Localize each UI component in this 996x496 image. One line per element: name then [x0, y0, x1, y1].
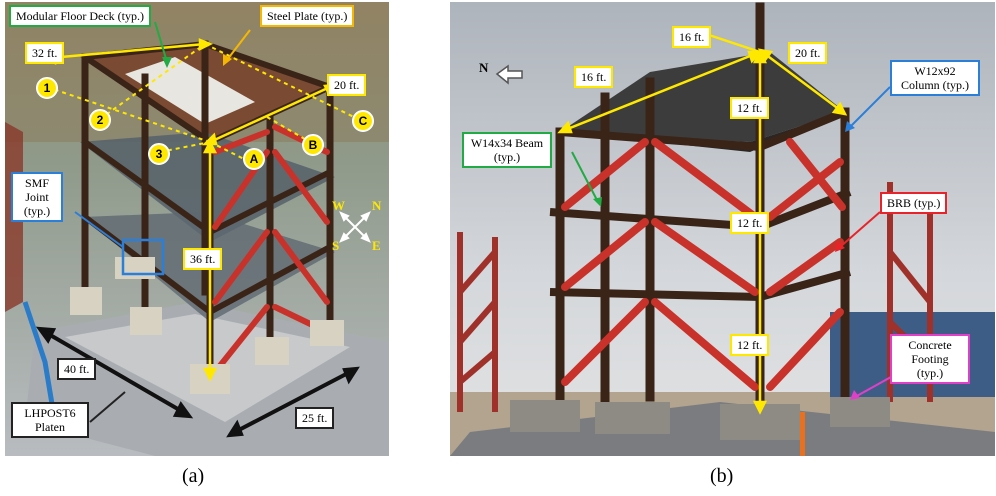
smf-joint-label: SMF Joint (typ.) [11, 172, 63, 222]
dim-12ft-c-label: 12 ft. [730, 334, 770, 356]
smf-joint-box [121, 238, 165, 276]
grid-marker-1: 1 [36, 77, 58, 99]
dim-20ft-label: 20 ft. [327, 74, 367, 96]
dim-16ft-top-label: 16 ft. [672, 26, 712, 48]
photo-panel-a: Modular Floor Deck (typ.) Steel Plate (t… [5, 2, 389, 456]
photo-panel-b: N 16 ft. 16 ft. 20 ft. 12 ft. 12 ft. 12 … [450, 2, 995, 456]
dim-20ft-label: 20 ft. [788, 42, 828, 64]
dim-40ft-label: 40 ft. [57, 358, 97, 380]
dim-32ft-label: 32 ft. [25, 42, 65, 64]
dim-36ft-label: 36 ft. [183, 248, 223, 270]
steel-plate-label: Steel Plate (typ.) [260, 5, 355, 27]
grid-marker-a: A [243, 148, 265, 170]
dim-25ft-label: 25 ft. [295, 407, 335, 429]
dim-12ft-a-label: 12 ft. [730, 97, 770, 119]
floor-deck-label: Modular Floor Deck (typ.) [9, 5, 151, 27]
grid-marker-2: 2 [89, 109, 111, 131]
column-label: W12x92 Column (typ.) [890, 60, 980, 96]
dim-12ft-b-label: 12 ft. [730, 212, 770, 234]
orange-pole [800, 412, 805, 456]
braces [561, 138, 846, 391]
grid-marker-3: 3 [148, 143, 170, 165]
platen-label: LHPOST6 Platen [11, 402, 89, 438]
left-red-frames [457, 232, 498, 412]
panel-a-photo-drawing [5, 2, 389, 456]
compass-e: E [372, 238, 381, 253]
platen-arrows [35, 326, 360, 438]
beam-leader [571, 151, 599, 203]
caption-b: (b) [710, 465, 734, 487]
dim-16ft-left-label: 16 ft. [574, 66, 614, 88]
column-leader [849, 86, 891, 128]
grid-marker-c: C [352, 110, 374, 132]
steel-plate-leader [226, 29, 251, 61]
footings [510, 397, 890, 440]
compass-n: N [372, 198, 382, 213]
roof-steel-plate [125, 57, 255, 124]
smf-joint-leader [74, 211, 124, 248]
north-arrow [495, 64, 523, 85]
brb-label: BRB (typ.) [880, 192, 948, 214]
grid-marker-b: B [302, 134, 324, 156]
footing-label: Concrete Footing (typ.) [890, 334, 970, 384]
compass-s: S [332, 238, 340, 253]
floor-deck-leader [154, 21, 168, 63]
caption-a: (a) [182, 465, 205, 487]
compass-w: W [332, 198, 345, 213]
brb-leader [839, 211, 881, 248]
roof-deck [560, 52, 845, 142]
beam-label: W14x34 Beam (typ.) [462, 132, 552, 168]
north-label: N [479, 60, 489, 75]
compass-rose [339, 211, 371, 243]
platen-leader [89, 391, 126, 423]
